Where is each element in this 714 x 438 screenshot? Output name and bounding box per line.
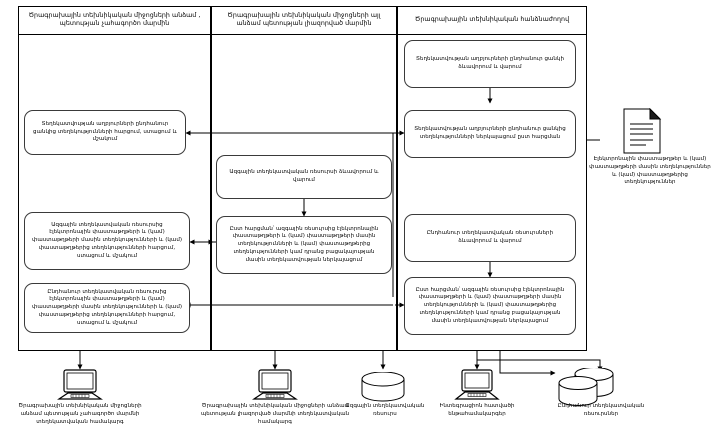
- lane-header-divider-left: [18, 34, 211, 35]
- process-left-2[interactable]: Ազգային տեղեկատվական ռեսուրսից էլեկտրոնա…: [24, 212, 190, 270]
- lane-header-divider-right: [397, 34, 587, 35]
- process-right-1[interactable]: Տեղեկատվության աղբյուրների ընդհանուր ցան…: [404, 40, 576, 88]
- laptop-computer-icon: [453, 369, 501, 401]
- lane-header-middle: Ծրագրախային տեխնիկական միջոցների այլ անձ…: [227, 11, 381, 27]
- footer-caption-3: Ազգային տեղեկատվական ռեսուրս: [345, 403, 425, 417]
- process-middle-1[interactable]: Ազգային տեղեկատվական ռեսուրսի ձևավորում …: [216, 155, 392, 199]
- document-icon: [622, 108, 662, 154]
- footer-caption-5: Ընդհանուր տեղեկատվական ռեսուրսներ: [557, 403, 645, 417]
- swimlane-right: [397, 6, 587, 351]
- process-right-2[interactable]: Տեղեկատվության աղբյուրների ընդհանուր ցան…: [404, 110, 576, 158]
- desktop-computer-icon-1: [56, 369, 104, 401]
- database-stack-icon: [551, 368, 625, 408]
- process-right-3[interactable]: Ընդհանուր տեղեկատվական ռեսուրսների ձևավո…: [404, 214, 576, 262]
- lane-header-right: Ծրագրախային տեխնիկական հանձնաժողով: [414, 15, 570, 23]
- lane-header-divider-middle: [211, 34, 397, 35]
- process-right-4[interactable]: Ըստ հարցման՝ ազգային ռեսուրսից էլեկտրոնա…: [404, 277, 576, 335]
- process-left-3[interactable]: Ընդհանուր տեղեկատվական ռեսուրսից էլեկտրո…: [24, 283, 190, 333]
- desktop-computer-icon-2: [251, 369, 299, 401]
- swimlane-left: [18, 6, 211, 351]
- document-caption: Էլեկտրոնային փաստաթղթեր և (կամ) փաստաթղթ…: [589, 156, 711, 186]
- swimlane-middle: [211, 6, 397, 351]
- footer-caption-2: Ծրագրախային տեխնիկական միջոցների անձամ պ…: [200, 403, 350, 425]
- process-middle-2[interactable]: Ըստ հարցման՝ ազգային ռեսուրսից էլեկտրոնա…: [216, 216, 392, 274]
- process-left-1[interactable]: Տեղեկատվության աղբյուրների ընդհանուր ցան…: [24, 110, 186, 155]
- lane-header-left: Ծրագրախային տեխնիկական միջոցների անձամ ,…: [28, 11, 201, 27]
- footer-caption-1: Ծրագրախային տեխնիկական միջոցների անձամ պ…: [18, 403, 142, 425]
- footer-caption-4: Ինտեգրացիոն հատվածի ենթահամակարգեր: [439, 403, 515, 417]
- database-cylinder-icon: [359, 372, 407, 402]
